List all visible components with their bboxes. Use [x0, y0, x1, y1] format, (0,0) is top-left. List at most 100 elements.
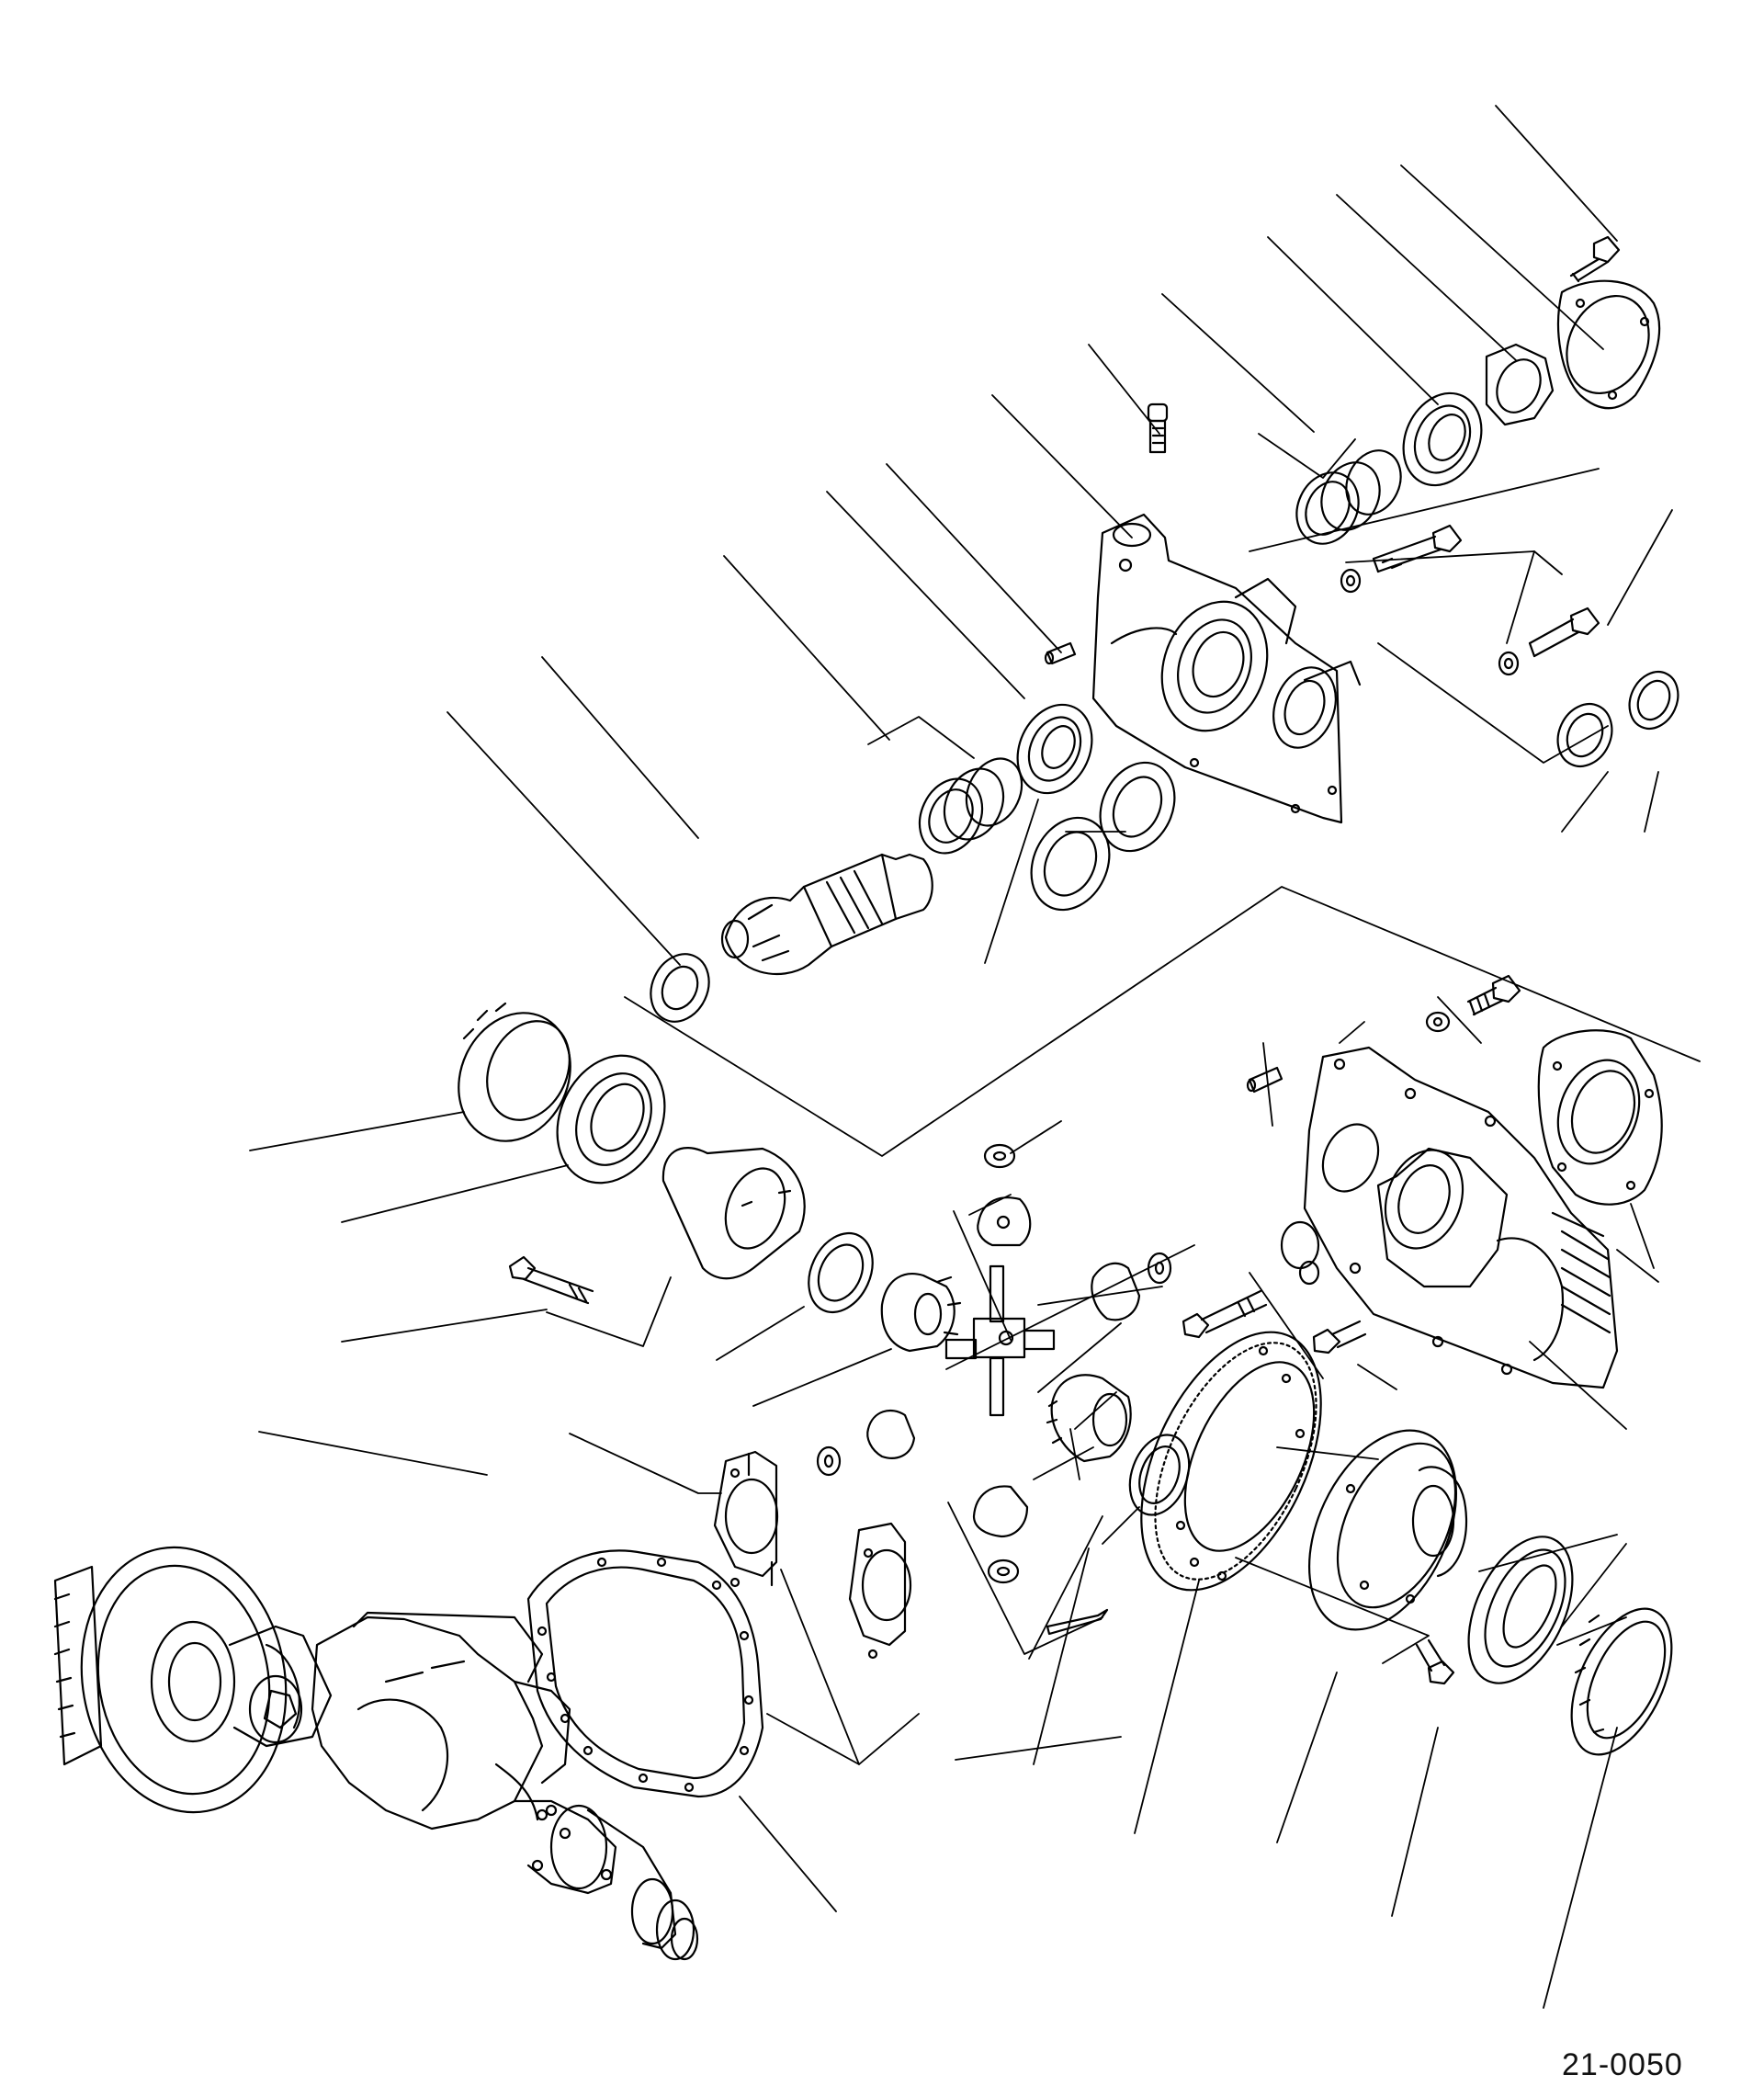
leader-line	[541, 656, 699, 839]
leader-line	[991, 394, 1133, 538]
leader-line	[1478, 1534, 1618, 1572]
leader-line	[1543, 1727, 1618, 2009]
leader-line	[546, 1276, 672, 1347]
diff-case-right	[1307, 1429, 1468, 1631]
shim-set-lower	[918, 757, 1023, 855]
leader-line	[1400, 164, 1604, 350]
leader-line	[984, 799, 1039, 964]
leader-line	[447, 711, 681, 966]
lock-nut	[1485, 343, 1555, 426]
leader-line	[1088, 344, 1160, 435]
bearing-pilot	[650, 953, 710, 1023]
leader-line	[1437, 996, 1482, 1044]
bolt-ring-gear	[1415, 1638, 1455, 1685]
leader-line	[1134, 1580, 1200, 1834]
leader-line	[886, 463, 1062, 653]
diff-washer-right	[1147, 1252, 1172, 1285]
cotter-pin	[1046, 1608, 1109, 1636]
leader-line	[1037, 1286, 1163, 1306]
bolt-housing-a	[1372, 524, 1463, 573]
bolt-top-right	[1569, 235, 1621, 283]
diff-washer-left	[816, 1445, 842, 1477]
bolt-carrier-bottom	[1312, 1320, 1367, 1355]
leader-line	[1102, 1506, 1140, 1545]
leader-line	[1267, 236, 1439, 405]
leader-line	[1644, 771, 1659, 833]
carrier-gasket	[526, 1549, 764, 1798]
leader-line	[1033, 1446, 1094, 1480]
bearing-cap-left	[713, 1450, 779, 1588]
dowel-pin-upper	[1044, 641, 1077, 665]
pinion-housing	[1091, 513, 1362, 824]
leader-line	[1561, 1543, 1627, 1627]
bearing-upper-outer	[1402, 391, 1483, 487]
bearing-cup-b	[1030, 816, 1111, 912]
leader-line	[1010, 1120, 1062, 1154]
washer-b	[1498, 651, 1520, 676]
washer-a	[1340, 568, 1362, 594]
seal-ring-right-b	[1628, 671, 1679, 730]
pinion-gear-top	[977, 1196, 1032, 1247]
side-gear-right	[1046, 1374, 1132, 1463]
washer-carrier-top	[1425, 1011, 1451, 1033]
adjuster-nut-right	[1570, 1607, 1673, 1756]
leader-line	[945, 1244, 1195, 1370]
drive-pinion-shaft	[720, 853, 933, 976]
carrier-housing	[1280, 1046, 1619, 1389]
leader-line	[955, 1736, 1122, 1761]
leader-line	[1249, 468, 1600, 552]
leader-line	[249, 1111, 465, 1151]
flange-cover-plate	[1556, 279, 1661, 410]
bearing-inner-taper	[1016, 703, 1093, 795]
leader-lines	[249, 105, 1701, 2009]
leader-line	[1345, 550, 1535, 644]
dowel-pin-right	[1246, 1066, 1283, 1094]
bolt-housing-b	[1528, 606, 1600, 658]
leader-line	[1028, 1515, 1103, 1660]
leader-line	[1235, 1557, 1430, 1664]
leader-line	[1391, 1727, 1439, 1917]
leader-line	[341, 1309, 548, 1343]
leader-line	[1357, 1364, 1397, 1390]
diff-washer-top	[983, 1143, 1016, 1169]
leader-line	[1495, 105, 1618, 242]
leader-line	[716, 1306, 805, 1361]
leader-line	[723, 555, 890, 741]
leader-line	[1249, 1272, 1324, 1379]
leader-line	[780, 1569, 860, 1765]
leader-line	[1630, 1203, 1655, 1269]
leader-line	[752, 1348, 892, 1407]
side-gear-left	[880, 1273, 962, 1353]
leader-line	[867, 716, 975, 759]
leader-line	[1074, 1391, 1117, 1430]
leader-line	[1276, 1672, 1338, 1843]
seal-ring-right-a	[1556, 703, 1613, 767]
shim-set-upper	[1295, 449, 1402, 545]
pinion-gear-bottom	[972, 1485, 1029, 1538]
leader-line	[258, 1431, 488, 1476]
bearing-cup-a	[1099, 761, 1176, 853]
leader-line	[624, 886, 1701, 1157]
leader-line	[1533, 550, 1563, 575]
leader-line	[1607, 509, 1673, 626]
leader-line	[1037, 1322, 1122, 1393]
bearing-diff-right	[1467, 1536, 1574, 1684]
diff-washer-bottom	[987, 1559, 1020, 1584]
drawing-number: 21-0050	[1562, 2047, 1683, 2082]
thrust-washer-left	[808, 1231, 874, 1314]
leader-line	[1161, 293, 1315, 433]
leader-line	[1033, 1547, 1090, 1765]
leader-line	[341, 1164, 569, 1223]
bolt-long-left	[508, 1255, 594, 1305]
bolt-carrier-side	[1182, 1289, 1268, 1339]
spider-cross	[944, 1264, 1056, 1417]
leader-line	[1377, 642, 1609, 764]
leader-line	[739, 1796, 837, 1912]
diff-case-left	[662, 1147, 806, 1280]
pinion-gear-right	[1091, 1262, 1141, 1321]
bolt-carrier-top	[1466, 974, 1521, 1016]
adjuster-nut-left	[458, 1002, 571, 1142]
leader-line	[1258, 433, 1356, 479]
leader-line	[766, 1713, 920, 1765]
